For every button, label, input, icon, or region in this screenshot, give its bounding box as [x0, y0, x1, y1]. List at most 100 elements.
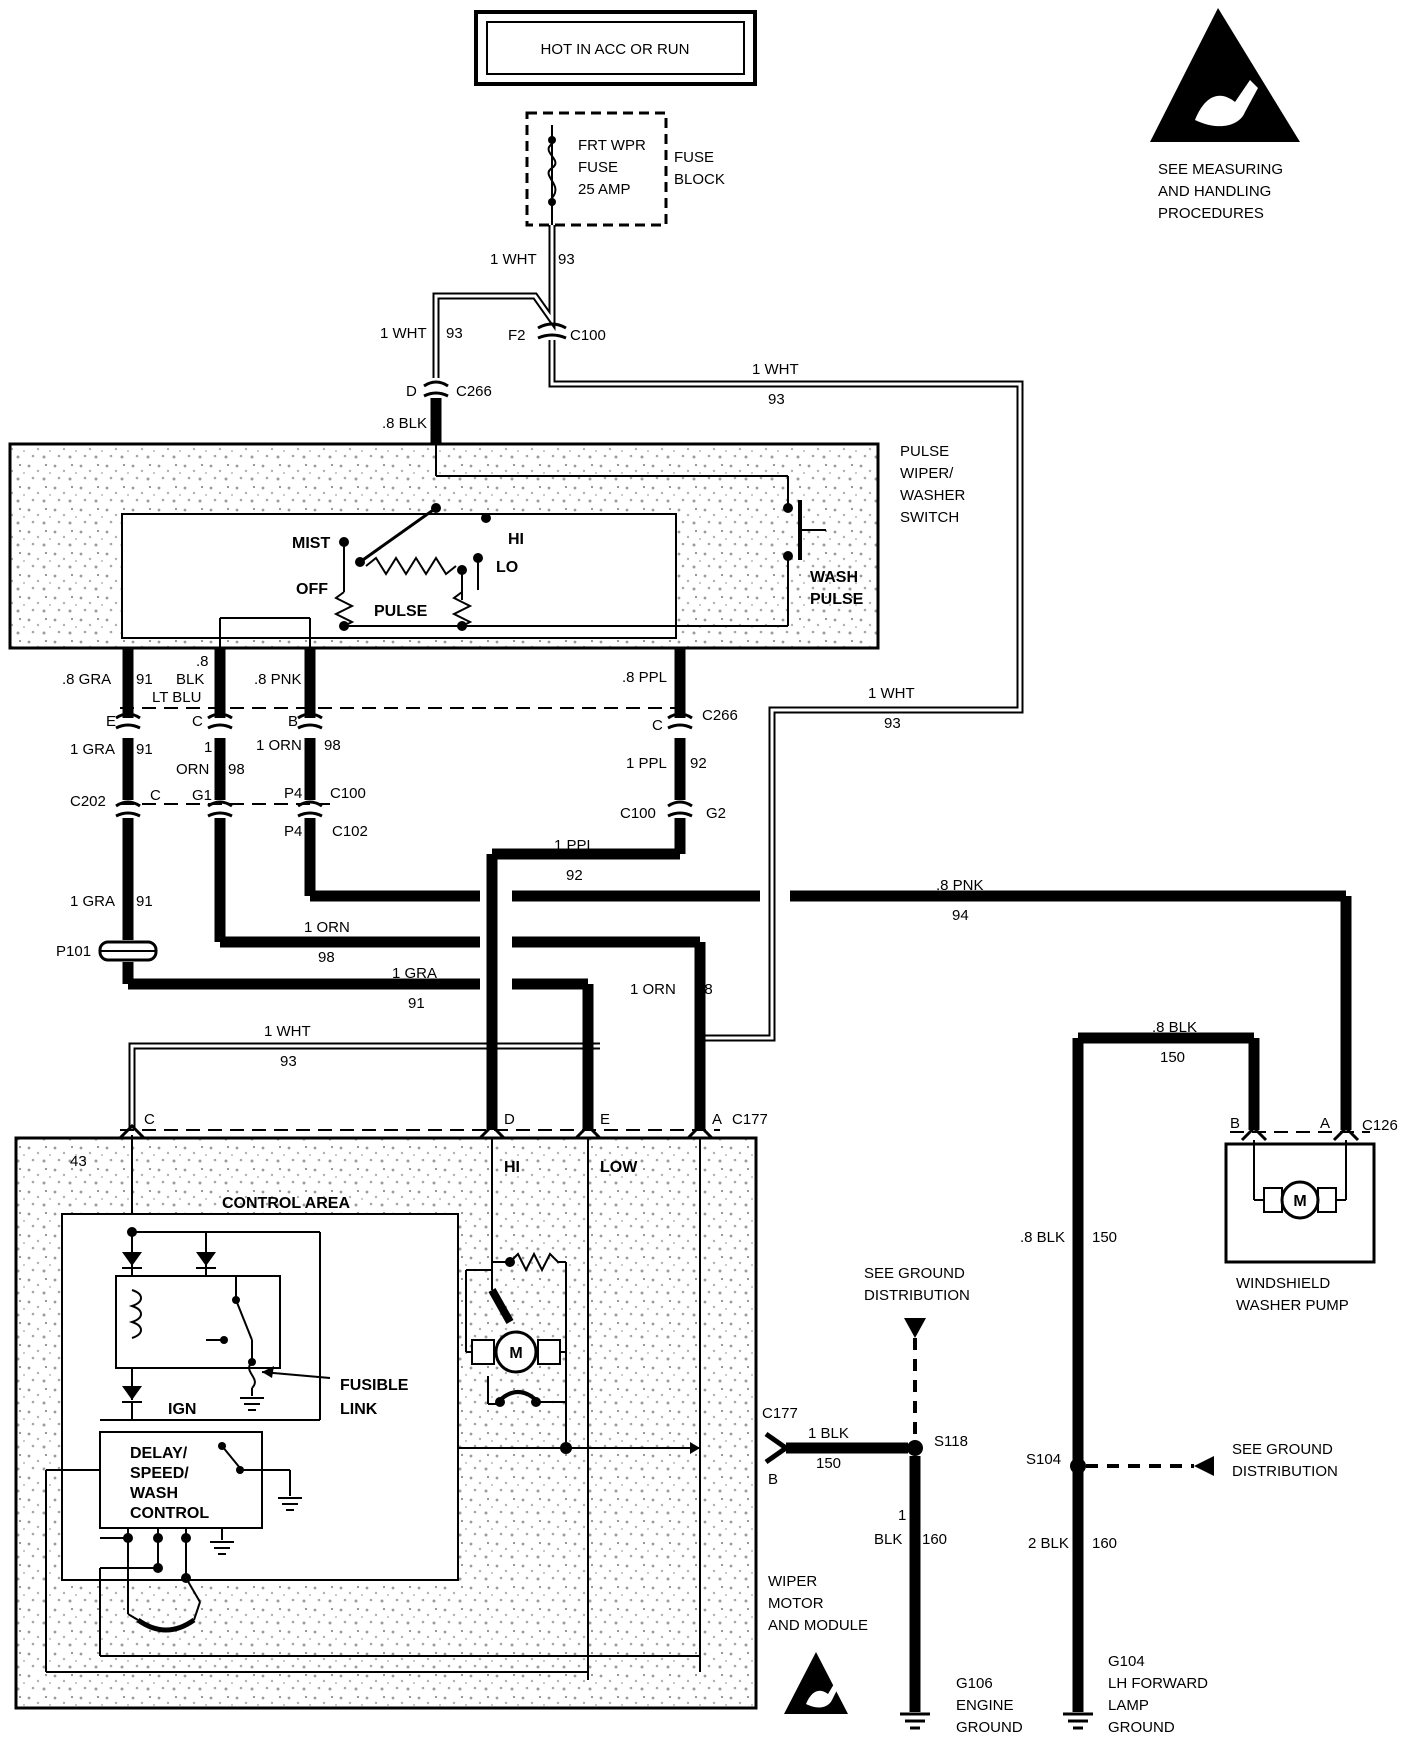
c177-pin-e: E — [600, 1111, 610, 1128]
wire-label-wht-4: 1 WHT — [868, 685, 915, 702]
c126-label: C126 — [1362, 1117, 1398, 1134]
connector-f2-label: F2 — [508, 327, 526, 344]
connector-c202-label: C202 — [70, 793, 106, 810]
connector-c100-label: C100 — [570, 327, 606, 344]
switch-position-hi: HI — [508, 531, 524, 548]
ground-circuit-s118: C177 B 1 BLK 150 SEE GROUND DISTRIBUTION… — [762, 1265, 1023, 1736]
ground-g104-label-1: G104 — [1108, 1653, 1145, 1670]
connector-p101-label: P101 — [56, 943, 91, 960]
module-low-label: LOW — [600, 1159, 638, 1176]
connector-p4b-label: P4 — [284, 823, 302, 840]
wire-label-blk-s118: 1 BLK — [808, 1425, 849, 1442]
connector-p4-label: P4 — [284, 785, 302, 802]
connector-c266-label: C266 — [456, 383, 492, 400]
wiper-motor-module: 43 HI LOW CONTROL AREA FUSIBLE LINK — [14, 1136, 868, 1714]
wire-label-wht-5: 1 WHT — [264, 1023, 311, 1040]
esd-warning-icon — [1150, 8, 1300, 142]
connector-c102-label: C102 — [332, 823, 368, 840]
harness-wires — [120, 648, 1352, 1131]
wire-circuit-blk-g106: 160 — [922, 1531, 947, 1548]
switch-title-3: WASHER — [900, 487, 965, 504]
esd-note-line-2: AND HANDLING — [1158, 183, 1271, 200]
wire-label-blk-top-3: LT BLU — [152, 689, 201, 706]
diode-icon — [122, 1386, 142, 1400]
connector-c100b-label: C100 — [330, 785, 366, 802]
wire-circuit-wht-3: 93 — [768, 391, 785, 408]
wiper-motor-label: M — [509, 1345, 522, 1362]
wire-circuit-blk-g104: 160 — [1092, 1535, 1117, 1552]
wire-circuit-gra-top: 91 — [136, 671, 153, 688]
ground-g104-icon — [1063, 1712, 1093, 1730]
switch-position-lo: LO — [496, 559, 518, 576]
washer-pump-motor-label: M — [1293, 1193, 1306, 1210]
connector-c266b-label: C266 — [702, 707, 738, 724]
wire-circuit-orn-mid2: 98 — [324, 737, 341, 754]
switch-title-1: PULSE — [900, 443, 949, 460]
wire-label-gra-mid: 1 GRA — [70, 741, 115, 758]
c177-label: C177 — [732, 1111, 768, 1128]
see-ground-1-line-1: SEE GROUND — [864, 1265, 965, 1282]
wht-93-labels: 1 WHT 93 1 WHT 93 1 WHT 93 1 WHT 93 1 WH… — [264, 251, 915, 1070]
wire-label-gra-top: .8 GRA — [62, 671, 111, 688]
connector-pin-c: C — [192, 713, 203, 730]
module-title-1: WIPER — [768, 1573, 817, 1590]
wire-circuit-orn-mid: 98 — [228, 761, 245, 778]
wire-label-wht-3: 1 WHT — [752, 361, 799, 378]
wire-label-orn-bot: 1 ORN — [630, 981, 676, 998]
wire-label-pnk-low: .8 PNK — [936, 877, 984, 894]
wire-circuit-blk-vert: 150 — [1092, 1229, 1117, 1246]
c177-pin-d: D — [504, 1111, 515, 1128]
ground-g106-icon — [900, 1712, 930, 1730]
wire-label-ppl-low: 1 PPL — [554, 837, 595, 854]
connector-c177: C D E A C177 — [118, 1111, 768, 1140]
esd-note-line-3: PROCEDURES — [1158, 205, 1264, 222]
fuse-icon — [547, 143, 557, 199]
connector-g1-label: G1 — [192, 787, 212, 804]
harness-labels: .8 GRA 91 .8 BLK LT BLU .8 PNK .8 PPL E … — [56, 653, 984, 1012]
delay-control-label-1: DELAY/ — [130, 1445, 188, 1462]
pulse-wiper-washer-switch: MIST OFF PULSE HI LO WASH PULSE PULSE WI… — [8, 442, 965, 650]
wire-label-blk-g106-1: 1 — [898, 1507, 906, 1524]
delay-control-label-4: CONTROL — [130, 1505, 209, 1522]
c126-pin-a: A — [1320, 1115, 1330, 1132]
wire-label-orn-mid-1: 1 — [204, 739, 212, 756]
c177-pin-a: A — [712, 1111, 722, 1128]
connector-c100-top: F2 C100 — [508, 322, 606, 344]
wire-label-orn-low: 1 ORN — [304, 919, 350, 936]
wire-circuit-pnk-low: 94 — [952, 907, 969, 924]
switch-position-wash: WASH — [810, 569, 858, 586]
wire-label-blk-pump: .8 BLK — [1152, 1019, 1197, 1036]
c177-pin-c: C — [144, 1111, 155, 1128]
c126-pin-b: B — [1230, 1115, 1240, 1132]
esd-note-line-1: SEE MEASURING — [1158, 161, 1283, 178]
wire-label-blk-c266: .8 BLK — [382, 415, 427, 432]
wire-circuit-gra-mid: 91 — [136, 741, 153, 758]
wire-circuit-orn-bot: 98 — [696, 981, 713, 998]
wire-circuit-wht-2: 93 — [446, 325, 463, 342]
wire-label-blk-g106-2: BLK — [874, 1531, 902, 1548]
fusible-link-label-1: FUSIBLE — [340, 1377, 409, 1394]
module-title-3: AND MODULE — [768, 1617, 868, 1634]
fuse-block-label-1: FUSE — [674, 149, 714, 166]
wire-label-ppl-top: .8 PPL — [622, 669, 667, 686]
control-area-label: CONTROL AREA — [222, 1195, 350, 1212]
module-title-2: MOTOR — [768, 1595, 824, 1612]
wire-circuit-wht-4: 93 — [884, 715, 901, 732]
fuse-label-1: FRT WPR — [578, 137, 646, 154]
switch-title-4: SWITCH — [900, 509, 959, 526]
wire-circuit-gra-low: 91 — [136, 893, 153, 910]
fusible-link-label-2: LINK — [340, 1401, 378, 1418]
windshield-washer-pump: .8 BLK 150 .8 BLK 150 B A C126 M WINDSHI… — [1020, 1019, 1398, 1712]
ground-g104-label-4: GROUND — [1108, 1719, 1175, 1736]
wire-label-wht-1: 1 WHT — [490, 251, 537, 268]
see-ground-2-line-1: SEE GROUND — [1232, 1441, 1333, 1458]
power-source-label: HOT IN ACC OR RUN — [541, 41, 690, 58]
switch-title-2: WIPER/ — [900, 465, 954, 482]
wire-circuit-orn-low: 98 — [318, 949, 335, 966]
wire-circuit-blk-pump: 150 — [1160, 1049, 1185, 1066]
ign-label: IGN — [168, 1401, 196, 1418]
fuse-block: FRT WPR FUSE 25 AMP FUSE BLOCK — [525, 111, 725, 227]
power-source-box: HOT IN ACC OR RUN — [474, 10, 757, 86]
connector-c100c-label: C100 — [620, 805, 656, 822]
